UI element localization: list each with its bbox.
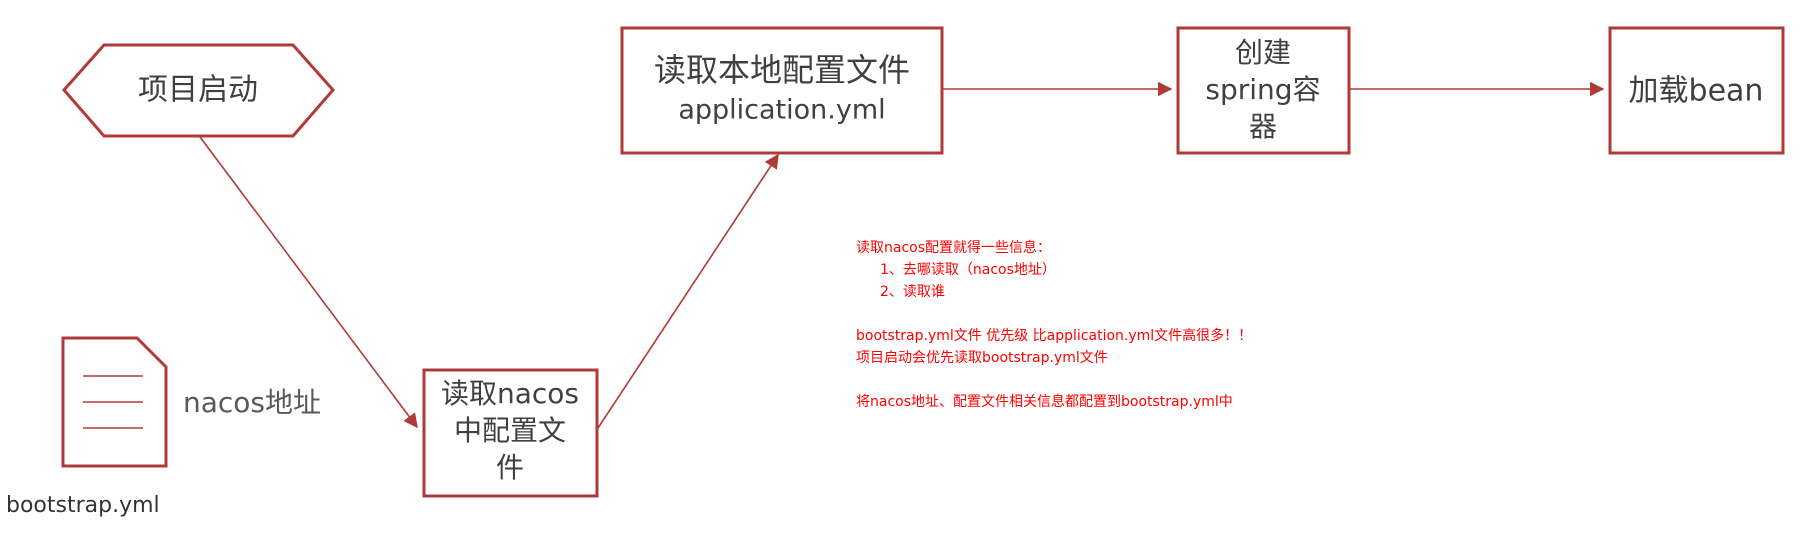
nacos-address-label: nacos地址	[183, 386, 321, 419]
load-bean-node: 加载bean	[1608, 26, 1785, 155]
read-nacos-label-line-3: 件	[496, 451, 524, 484]
load-bean-label: 加载bean	[1629, 74, 1764, 109]
note-block: 读取nacos配置就得一些信息： 1、去哪读取（nacos地址） 2、读取谁 b…	[856, 239, 1252, 410]
create-spring-label-line-2: spring容	[1205, 73, 1320, 106]
read-nacos-label-line-1: 读取nacos	[441, 377, 579, 410]
create-spring-node: 创建 spring容 器	[1176, 26, 1351, 155]
note-line: 读取nacos配置就得一些信息：	[856, 239, 1051, 256]
arrow-start-to-read-nacos	[199, 136, 418, 429]
create-spring-label-line-3: 器	[1249, 110, 1277, 143]
create-spring-label-line-1: 创建	[1235, 36, 1291, 69]
read-local-label-line-2: application.yml	[678, 95, 885, 126]
start-node: 项目启动	[62, 43, 335, 138]
bootstrap-file-caption: bootstrap.yml	[6, 493, 160, 518]
start-node-label: 项目启动	[138, 73, 258, 108]
note-line: 将nacos地址、配置文件相关信息都配置到bootstrap.yml中	[856, 393, 1233, 410]
read-nacos-label-line-2: 中配置文	[454, 414, 566, 447]
note-line: 1、去哪读取（nacos地址）	[880, 261, 1056, 278]
read-local-label-line-1: 读取本地配置文件	[654, 51, 910, 89]
read-local-node: 读取本地配置文件 application.yml	[620, 26, 944, 155]
arrow-read-nacos-to-read-local	[597, 153, 779, 429]
note-line: 2、读取谁	[880, 283, 945, 300]
read-nacos-node: 读取nacos 中配置文 件	[422, 368, 599, 498]
document-icon	[61, 336, 168, 468]
note-line: bootstrap.yml文件 优先级 比application.yml文件高很…	[856, 327, 1252, 344]
note-line: 项目启动会优先读取bootstrap.yml文件	[856, 349, 1108, 366]
